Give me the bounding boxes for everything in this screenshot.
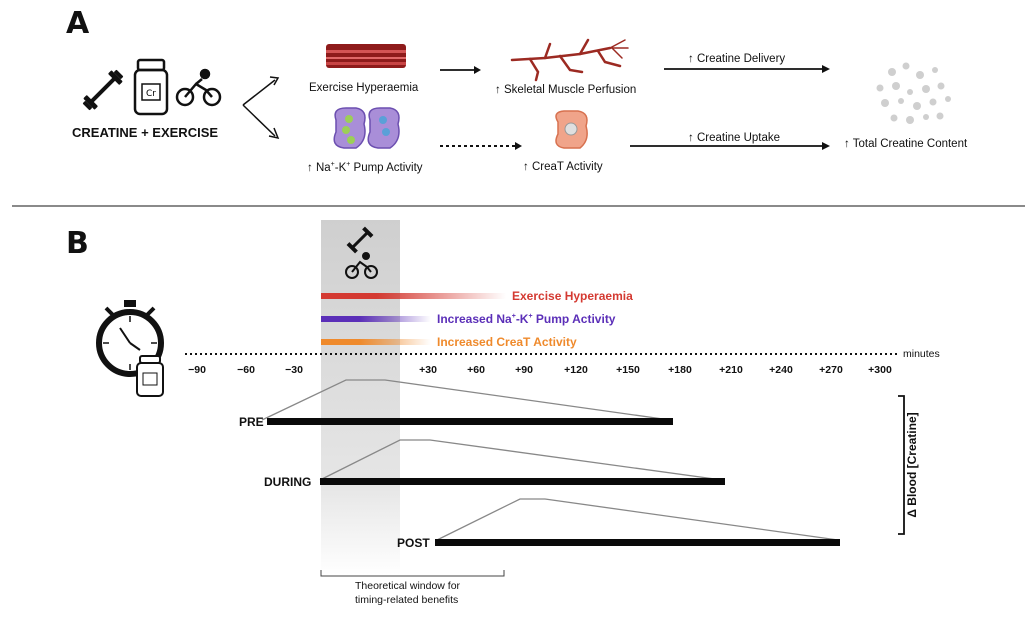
supplement-jar-icon-b (136, 355, 164, 397)
tick-label: +210 (719, 364, 743, 376)
total-content-label: ↑ Total Creatine Content (844, 138, 968, 150)
curve-during (319, 439, 723, 481)
creatine-dots-icon (876, 62, 951, 124)
cell-pump-icon (333, 107, 400, 149)
window-bracket (320, 570, 505, 577)
row-label-post: POST (397, 536, 430, 550)
timeline-bar-pre (267, 418, 673, 425)
row-label-during: DURING (264, 475, 312, 489)
window-note-line2: timing-related benefits (355, 594, 459, 606)
y-bracket (898, 395, 905, 535)
axis-unit-label: minutes (903, 348, 940, 360)
pump-bar (321, 316, 431, 322)
supplement-jar-icon: Cr (133, 58, 169, 116)
window-note-line1: Theoretical window for (355, 580, 461, 592)
tick-label: +120 (564, 364, 588, 376)
panel-b-label: B (66, 226, 89, 261)
creatine-uptake-label: ↑ Creatine Uptake (688, 132, 781, 144)
dumbbell-icon (82, 69, 124, 111)
tick-label: −60 (237, 364, 255, 376)
tick-label: −30 (285, 364, 303, 376)
tick-label: +270 (819, 364, 843, 376)
blood-vessel-icon (326, 44, 406, 68)
exercise-window-shade (321, 220, 400, 575)
exercise-hyperaemia-label: Exercise Hyperaemia (309, 82, 419, 94)
timeline-bar-post (435, 539, 840, 546)
tick-label: +30 (419, 364, 437, 376)
tick-label: +150 (616, 364, 640, 376)
dumbbell-icon-b (346, 226, 374, 254)
perfusion-label: ↑ Skeletal Muscle Perfusion (495, 84, 637, 96)
tick-label: +240 (769, 364, 793, 376)
cyclist-icon (175, 68, 222, 107)
y-axis-label: Δ Blood [Creatine] (905, 412, 919, 518)
curve-post (436, 498, 839, 541)
artery-branch-icon (510, 38, 629, 82)
legend-pump: Increased Na+-K+ Pump Activity (437, 312, 616, 326)
legend-creat: Increased CreaT Activity (437, 335, 577, 349)
tick-label: +180 (668, 364, 692, 376)
tick-label: +60 (467, 364, 485, 376)
creat-activity-label: ↑ CreaT Activity (523, 161, 603, 173)
hyperaemia-bar (321, 293, 506, 299)
transporter-icon (555, 110, 588, 149)
creatine-delivery-label: ↑ Creatine Delivery (688, 53, 786, 65)
cyclist-icon-b (345, 252, 378, 279)
row-label-pre: PRE (239, 415, 264, 429)
tick-label: +90 (515, 364, 533, 376)
creat-bar (321, 339, 431, 345)
curve-pre (261, 379, 671, 421)
timeline-bar-during (320, 478, 725, 485)
creatine-exercise-label: CREATINE + EXERCISE (72, 125, 219, 140)
tick-label: −90 (188, 364, 206, 376)
legend-hyperaemia: Exercise Hyperaemia (512, 289, 633, 303)
tick-label: +300 (868, 364, 892, 376)
panel-a-label: A (66, 6, 90, 41)
pump-activity-label: ↑ Na+-K+ Pump Activity (307, 161, 423, 174)
svg-text:Cr: Cr (146, 89, 156, 99)
